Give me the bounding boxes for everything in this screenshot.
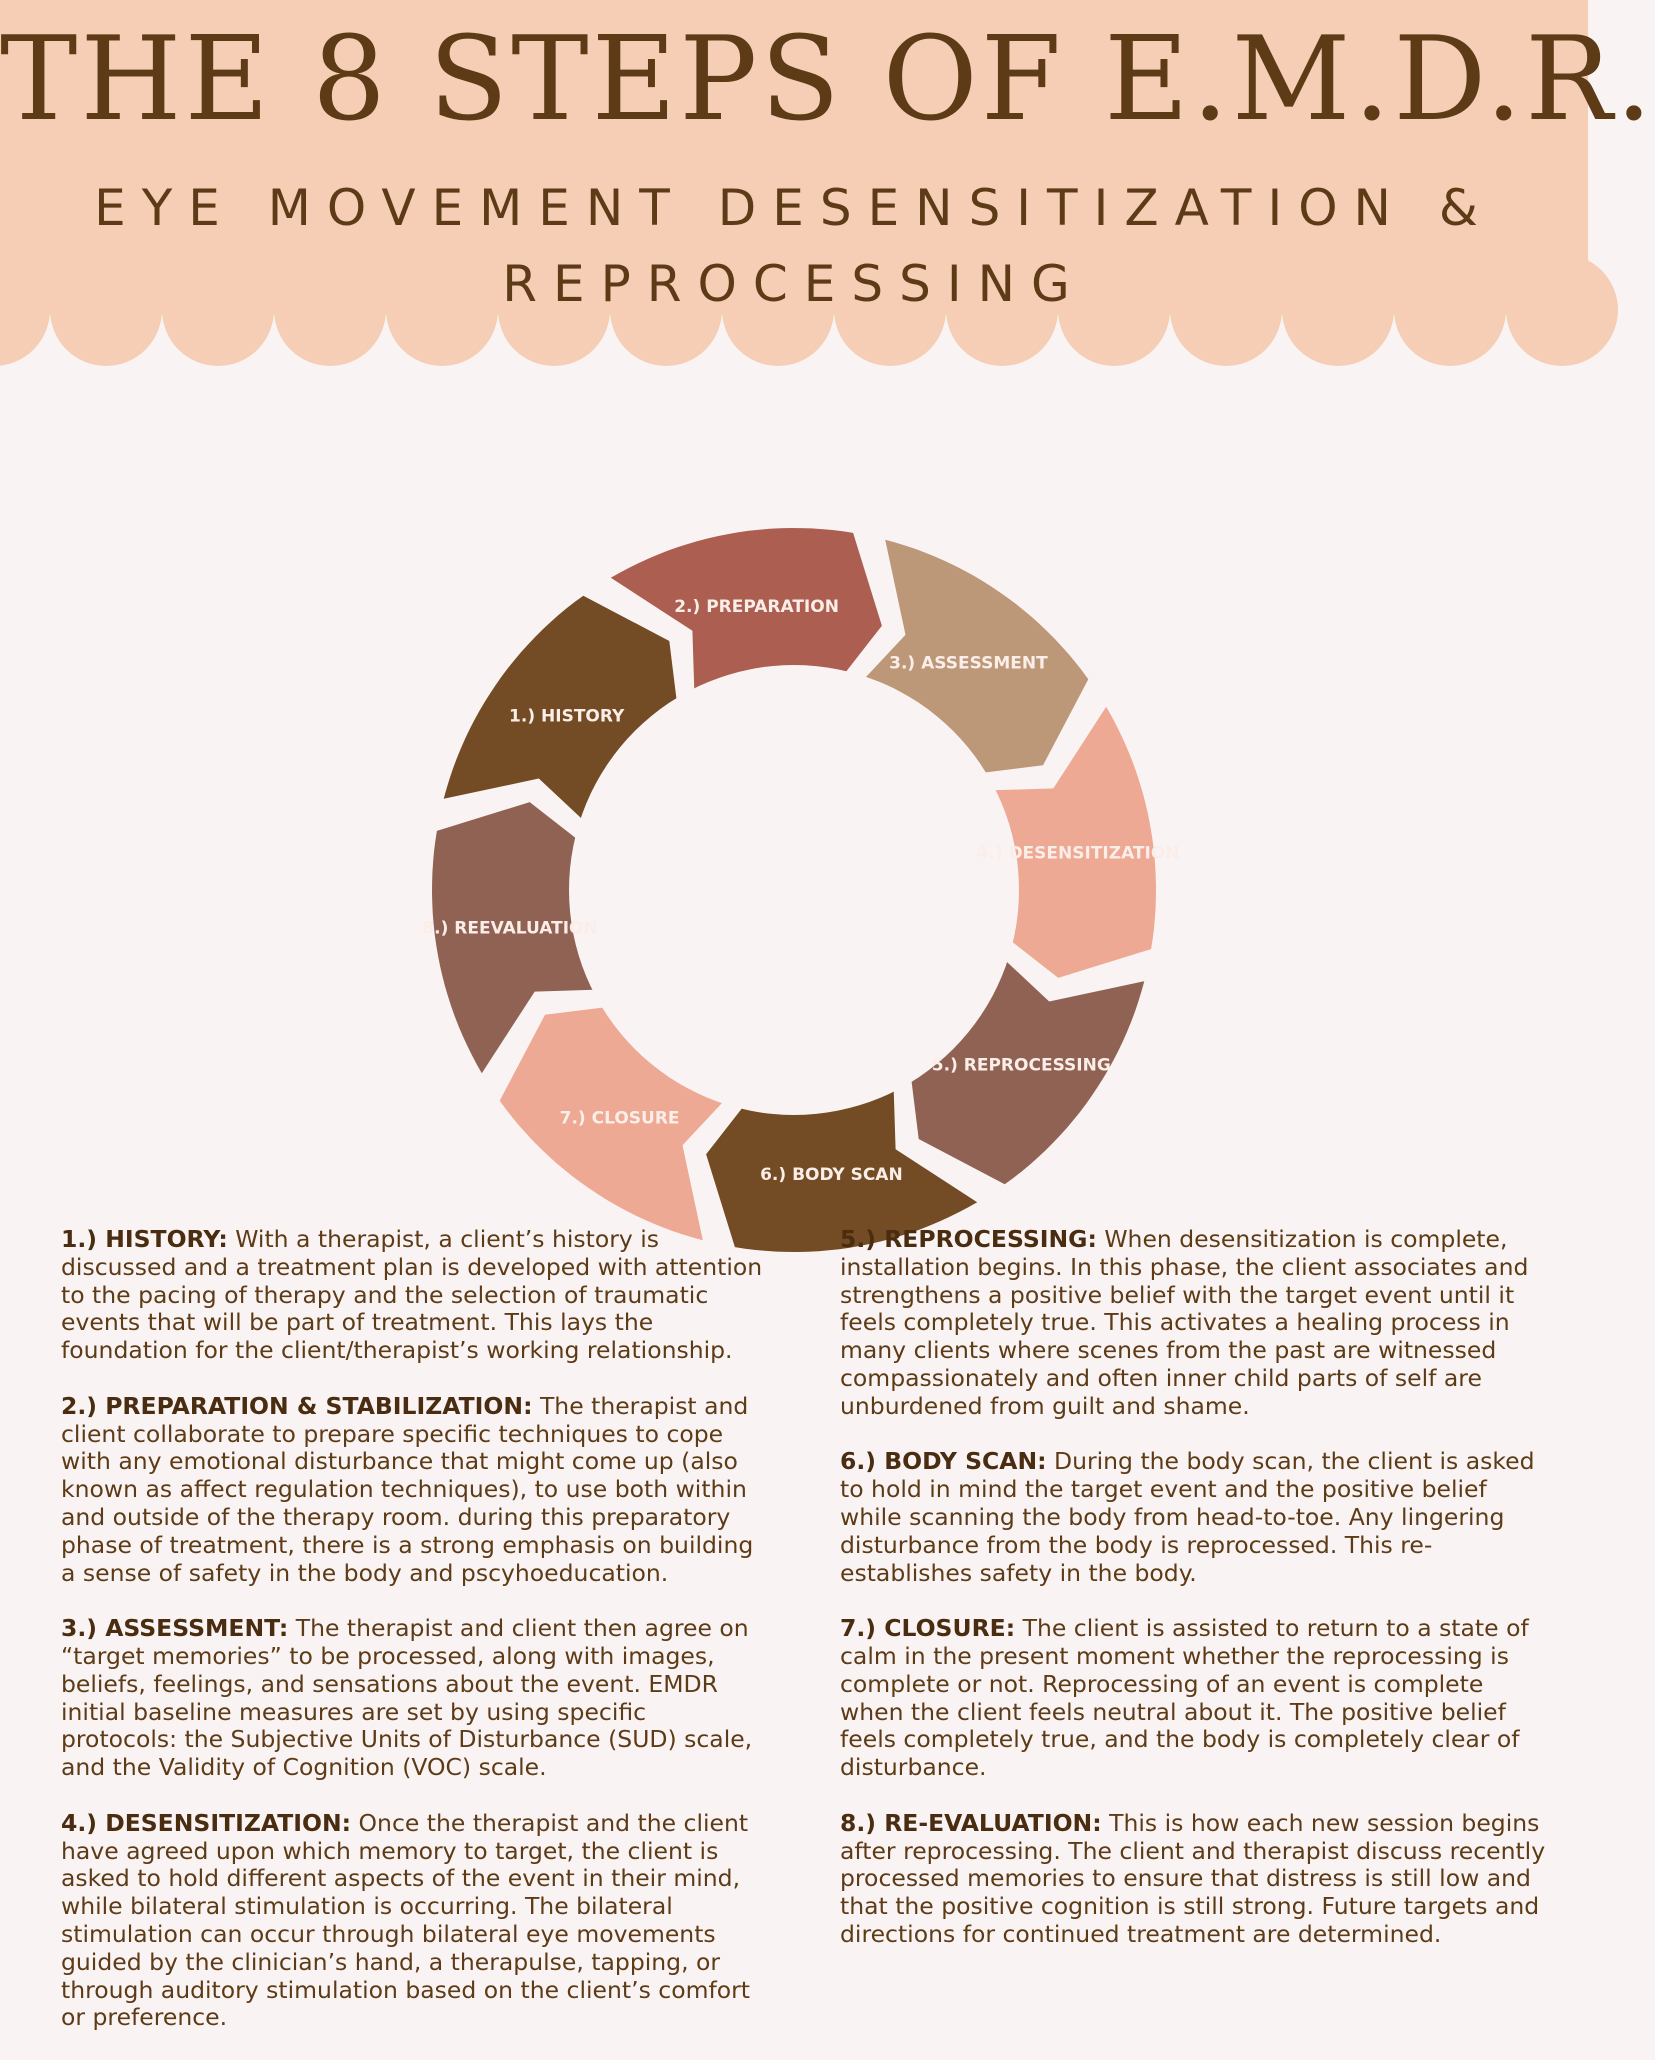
step-text: When desensitization is complete, instal… [840,1225,1529,1420]
step-text: This is how each new session begins afte… [840,1808,1546,1948]
header-banner: THE 8 STEPS OF E.M.D.R. EYE MOVEMENT DES… [0,0,1655,370]
scalloped-banner [0,0,1618,366]
scallop [722,254,834,366]
step-heading: 4.) DESENSITIZATION: [61,1808,352,1837]
wheel-segment-label: 6.) BODY SCAN [760,1165,903,1185]
step-heading: 5.) REPROCESSING: [840,1225,1097,1253]
wheel-segment-label: 8.) REEVALUATION [422,918,597,938]
scallop [386,254,498,366]
step-text: With a therapist, a client’s history is … [61,1225,763,1365]
step-heading: 1.) HISTORY: [61,1225,228,1253]
steps-column-left: 1.) HISTORY: With a therapist, a client’… [61,1225,767,2060]
step-reprocessing: 5.) REPROCESSING: When desensitization i… [840,1225,1546,1421]
page-title: THE 8 STEPS OF E.M.D.R. [0,12,1655,147]
scallop [1170,254,1282,366]
scallop [610,254,722,366]
step-assessment: 3.) ASSESSMENT: The therapist and client… [61,1614,767,1782]
step-heading: 3.) ASSESSMENT: [61,1614,289,1643]
step-text: Once the therapist and the client have a… [61,1808,750,2032]
step-reevaluation: 8.) RE-EVALUATION: This is how each new … [840,1808,1546,1949]
wheel-segment-label: 1.) HISTORY [509,707,625,727]
step-body-scan: 6.) BODY SCAN: During the body scan, the… [840,1447,1546,1587]
step-heading: 8.) RE-EVALUATION: [840,1808,1102,1837]
scallop [1058,254,1170,366]
step-text: During the body scan, the client is aske… [840,1447,1535,1587]
step-heading: 7.) CLOSURE: [840,1614,1016,1643]
wheel-center [569,665,1019,1115]
step-heading: 6.) BODY SCAN: [840,1447,1047,1476]
step-text: The therapist and client then agree on “… [61,1614,753,1782]
step-preparation: 2.) PREPARATION & STABILIZATION: The the… [61,1391,767,1588]
scallop [498,254,610,366]
steps-column-right: 5.) REPROCESSING: When desensitization i… [840,1225,1546,1977]
scallop [1394,254,1506,366]
scallop [162,254,274,366]
wheel-segment-label: 3.) ASSESSMENT [889,654,1048,674]
page-subtitle: EYE MOVEMENT DESENSITIZATION & REPROCESS… [94,179,1494,313]
step-closure: 7.) CLOSURE: The client is assisted to r… [840,1614,1546,1782]
wheel-segment-label: 7.) CLOSURE [560,1108,680,1128]
scallop [834,254,946,366]
step-desensitization: 4.) DESENSITIZATION: Once the therapist … [61,1808,767,2032]
scallop [50,254,162,366]
wheel-segment-label: 2.) PREPARATION [674,597,839,617]
scallop [1282,254,1394,366]
scallop [0,254,50,366]
step-history: 1.) HISTORY: With a therapist, a client’… [61,1225,767,1365]
scallop [1506,254,1618,366]
emdr-cycle-diagram: 1.) HISTORY 2.) PREPARATION 3.) ASSESSMENT… [422,528,1180,1252]
scallop [274,254,386,366]
wheel-segment-label: 5.) REPROCESSING [932,1055,1111,1075]
wheel-segment-label: 4.) DESENSITIZATION [976,844,1179,864]
step-text: The client is assisted to return to a st… [840,1614,1529,1782]
step-text: The therapist and client collaborate to … [61,1391,754,1587]
step-heading: 2.) PREPARATION & STABILIZATION: [61,1391,533,1420]
scallop [946,254,1058,366]
